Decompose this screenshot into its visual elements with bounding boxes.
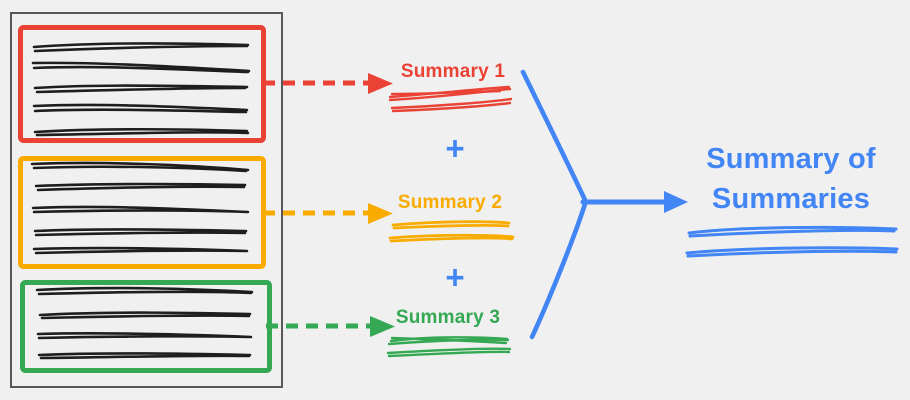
summary-1-scribble [388,85,513,113]
yellow-arrowhead-icon [368,203,393,224]
source-document [10,12,283,388]
plus-sign-2: + [445,258,465,296]
document-section-3-box [20,280,272,373]
green-arrowhead-icon [370,316,395,337]
red-dashed-arrow [263,73,393,94]
merge-line-bottom [529,201,588,340]
summary-2-label: Summary 2 [397,192,503,213]
final-summary-scribble [685,225,899,258]
summary-of-summaries-title: Summary of Summaries [706,143,876,215]
red-arrowhead-icon [368,73,393,94]
summary-3-scribble [386,336,512,358]
merge-line-top [520,69,588,203]
blue-arrowhead-icon [664,191,688,213]
summary-1-label: Summary 1 [400,61,506,82]
section-1-text-scribbles [31,42,251,137]
green-dashed-arrow [266,316,395,337]
plus-sign-1: + [445,129,465,167]
section-3-text-scribbles [35,286,254,360]
document-border [10,12,283,388]
yellow-dashed-arrow [263,203,393,224]
section-2-text-scribbles [30,161,250,255]
document-section-1-box [18,25,266,143]
summary-2-scribble [388,220,515,243]
merge-connector [520,69,688,340]
summary-3-label: Summary 3 [395,307,501,328]
document-section-2-box [18,156,266,269]
